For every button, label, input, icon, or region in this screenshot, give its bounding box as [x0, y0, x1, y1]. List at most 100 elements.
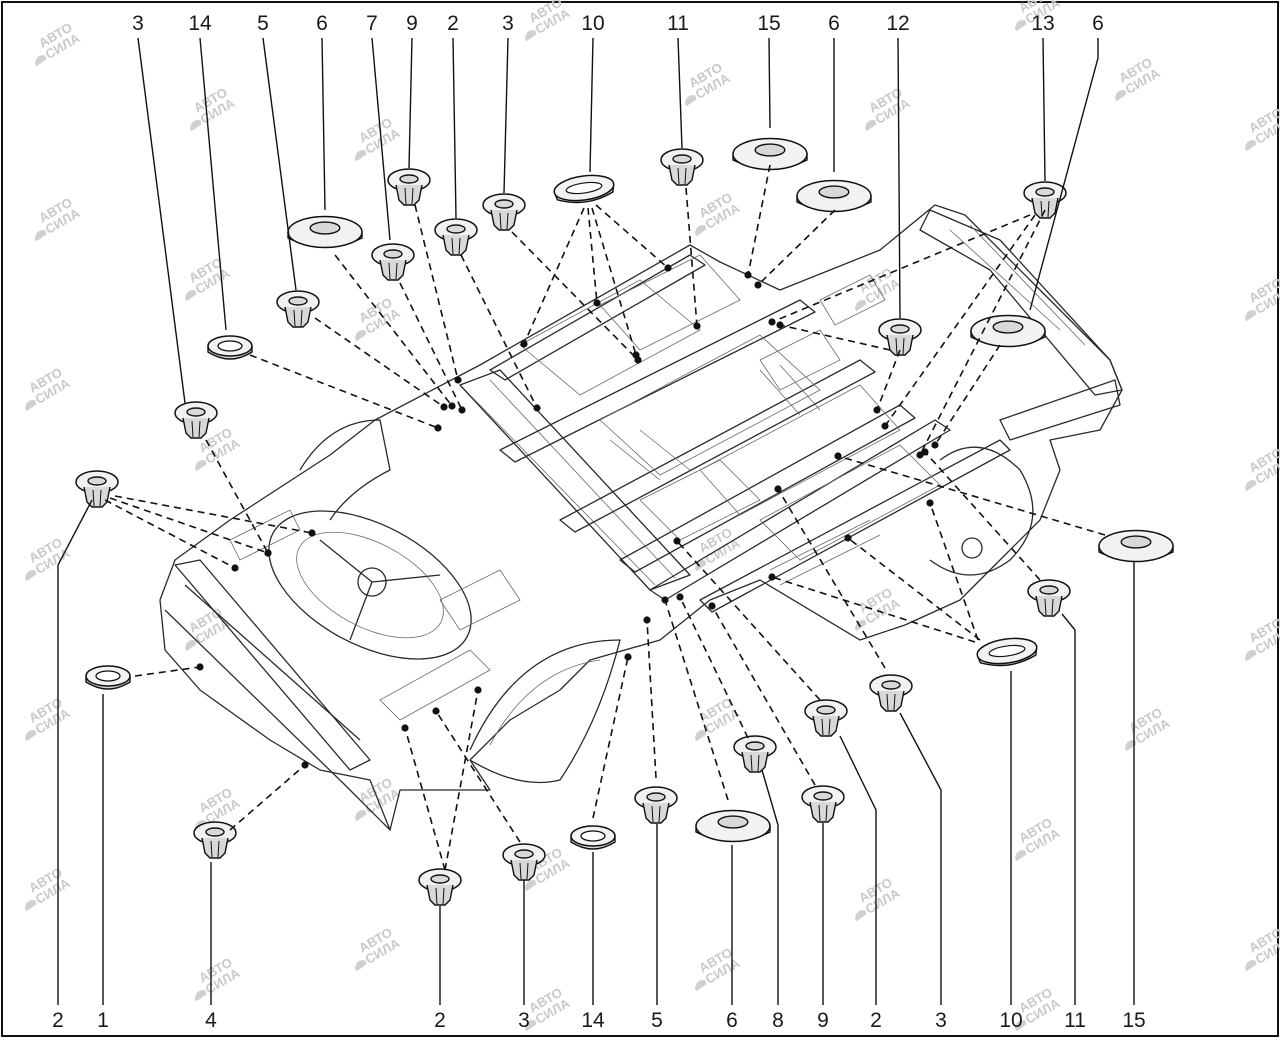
callout-top-14: 13 [1031, 12, 1054, 35]
leader-dashed-40 [924, 451, 1041, 581]
leader-dashed-6 [414, 204, 459, 381]
watermark-car-icon [185, 290, 197, 302]
watermark-car-icon [25, 570, 37, 582]
part-3-clip-left [174, 401, 218, 439]
leader-dashed-4 [334, 254, 453, 407]
leader-solid-t11 [768, 37, 771, 129]
attachment-point [440, 403, 448, 411]
watermark-car-icon [1245, 480, 1257, 492]
callout-bottom-1: 2 [52, 1009, 64, 1032]
watermark-car-icon [855, 910, 867, 922]
attachment-point [693, 322, 701, 330]
part-15-plug-right [1098, 529, 1174, 563]
watermark-car-icon [525, 880, 537, 892]
watermark-car-icon [1115, 90, 1127, 102]
leader-solid-b12 [899, 712, 942, 1005]
watermark-car-icon [25, 730, 37, 742]
attachment-point [434, 424, 442, 432]
leader-dashed-29 [435, 710, 521, 843]
watermark-car-icon [685, 95, 697, 107]
attachment-point [632, 351, 640, 359]
attachment-point [676, 593, 684, 601]
leader-solid-t4 [321, 37, 326, 211]
leader-dashed-8 [511, 231, 639, 361]
leader-dashed-38 [929, 502, 979, 641]
attachment-point [768, 573, 776, 581]
watermark-car-icon [185, 640, 197, 652]
attachment-point [754, 281, 762, 289]
attachment-point [673, 537, 681, 545]
callout-top-8: 3 [502, 12, 514, 35]
attachment-point [776, 321, 784, 329]
part-13-clip-top [1023, 181, 1067, 219]
leader-dashed-19 [779, 324, 891, 351]
watermark-car-icon [695, 225, 707, 237]
leader-dashed-21 [919, 209, 1046, 456]
leader-dashed-11 [591, 207, 637, 356]
callout-top-15: 6 [1092, 12, 1104, 35]
leader-dashed-14 [747, 164, 771, 276]
leader-solid-t5 [371, 37, 391, 241]
part-6-plug-top-center [796, 179, 872, 213]
watermark-car-icon [695, 730, 707, 742]
attachment-point [448, 402, 456, 410]
part-3-clip-top [482, 193, 526, 231]
leader-dashed-16 [771, 214, 1031, 323]
leader-dashed-3 [314, 317, 445, 408]
attachment-point [454, 376, 462, 384]
callout-bottom-10: 9 [817, 1009, 829, 1032]
leader-solid-b11 [839, 735, 877, 1005]
watermark-car-icon [525, 1020, 537, 1032]
attachment-point [474, 686, 482, 694]
leader-dashed-31 [646, 619, 657, 779]
part-15-plug-top [732, 137, 808, 171]
attachment-point [931, 441, 939, 449]
attachment-point [520, 340, 528, 348]
part-6-plug-right [970, 314, 1046, 348]
attachment-point [768, 318, 776, 326]
leader-dashed-22 [104, 499, 236, 569]
attachment-point [432, 707, 440, 715]
watermark-car-icon [1245, 960, 1257, 972]
leader-solid-t9 [589, 37, 594, 173]
watermark-car-icon [865, 120, 877, 132]
part-14-grommet-top [207, 335, 253, 360]
callout-top-13: 12 [886, 12, 909, 35]
attachment-point [643, 616, 651, 624]
leader-dashed-15 [757, 209, 836, 286]
part-12-clip-right [878, 318, 922, 356]
leader-dashed-37 [847, 537, 981, 641]
part-10-oval-plug-top [553, 174, 615, 204]
callout-top-5: 7 [366, 12, 378, 35]
part-6-plug-bottom [695, 809, 771, 843]
callout-bottom-3: 4 [205, 1009, 217, 1032]
part-9-clip-bottom [801, 785, 845, 823]
leader-dashed-25 [134, 666, 201, 677]
callout-bottom-9: 8 [772, 1009, 784, 1032]
watermark-car-icon [25, 400, 37, 412]
callout-top-11: 15 [757, 12, 780, 35]
part-11-clip-top [660, 148, 704, 186]
leader-solid-t14 [1042, 37, 1046, 182]
car-underbody [159, 204, 1123, 831]
watermark-car-icon [1245, 140, 1257, 152]
part-9-clip-top [387, 168, 431, 206]
attachment-point [881, 422, 889, 430]
attachment-point [308, 529, 316, 537]
callout-top-4: 6 [316, 12, 328, 35]
